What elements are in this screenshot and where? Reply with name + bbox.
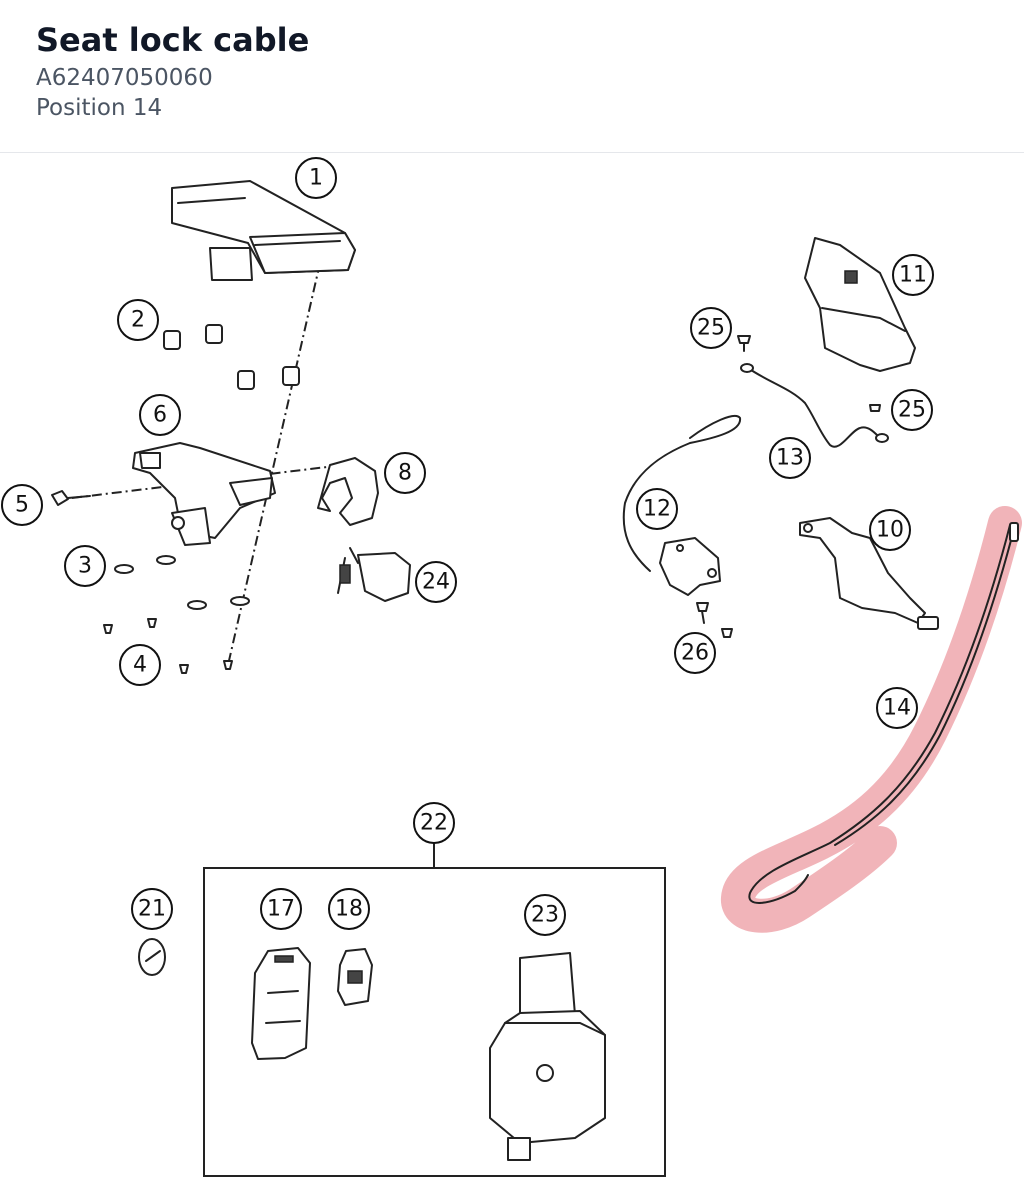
callout-14[interactable]: 14	[876, 687, 918, 729]
part-24-connector[interactable]	[337, 547, 411, 602]
callout-6[interactable]: 6	[139, 394, 181, 436]
callout-label: 21	[138, 897, 166, 922]
kit-22-frame	[203, 840, 666, 1177]
callout-5[interactable]: 5	[1, 484, 43, 526]
part-title: Seat lock cable	[36, 21, 310, 59]
callout-26[interactable]: 26	[674, 632, 716, 674]
part-5-bolt[interactable]	[51, 490, 91, 506]
callout-label: 10	[876, 518, 904, 543]
callout-label: 12	[643, 497, 671, 522]
part-11-control-box[interactable]	[804, 237, 916, 372]
callout-label: 24	[422, 570, 450, 595]
callout-label: 8	[398, 461, 412, 486]
callout-17[interactable]: 17	[260, 888, 302, 930]
callout-label: 25	[697, 316, 725, 341]
part-1-display-unit[interactable]	[171, 180, 356, 281]
part-4-screws[interactable]	[103, 618, 233, 674]
callout-label: 4	[133, 653, 147, 678]
callout-3[interactable]: 3	[64, 545, 106, 587]
callout-label: 25	[898, 398, 926, 423]
page-header: Seat lock cable A62407050060 Position 14	[0, 0, 1024, 153]
callout-label: 11	[899, 263, 927, 288]
callout-21[interactable]: 21	[131, 888, 173, 930]
callout-label: 22	[420, 811, 448, 836]
callout-10[interactable]: 10	[869, 509, 911, 551]
callout-11[interactable]: 11	[892, 254, 934, 296]
part-8-clamp[interactable]	[317, 457, 379, 526]
callout-22[interactable]: 22	[413, 802, 455, 844]
callout-18[interactable]: 18	[328, 888, 370, 930]
part-13-ground-cable[interactable]	[740, 363, 889, 448]
callout-25[interactable]: 25	[690, 307, 732, 349]
callout-2[interactable]: 2	[117, 299, 159, 341]
part-14-seat-lock-cable[interactable]	[748, 522, 1019, 904]
callout-8[interactable]: 8	[384, 452, 426, 494]
callout-24[interactable]: 24	[415, 561, 457, 603]
callout-label: 13	[776, 446, 804, 471]
callout-label: 3	[78, 554, 92, 579]
part-23-ignition-unit[interactable]	[489, 952, 606, 1161]
callout-label: 14	[883, 696, 911, 721]
part-18-key[interactable]	[337, 948, 373, 1006]
callout-label: 6	[153, 403, 167, 428]
callout-13[interactable]: 13	[769, 437, 811, 479]
callout-label: 23	[531, 903, 559, 928]
callout-label: 5	[15, 493, 29, 518]
callout-label: 18	[335, 897, 363, 922]
callout-1[interactable]: 1	[295, 157, 337, 199]
callout-label: 17	[267, 897, 295, 922]
part-number: A62407050060	[36, 65, 213, 91]
part-12-lock-cable[interactable]	[622, 415, 742, 596]
highlight-part-14	[721, 506, 1022, 933]
part-21-cap[interactable]	[138, 938, 166, 976]
callout-25[interactable]: 25	[891, 389, 933, 431]
callout-4[interactable]: 4	[119, 644, 161, 686]
callout-label: 1	[309, 166, 323, 191]
part-10-lock-actuator[interactable]	[799, 517, 939, 630]
part-2-rubber-bushings[interactable]	[163, 324, 300, 390]
assembly-line-horizontal	[71, 465, 336, 499]
callout-label: 2	[131, 308, 145, 333]
part-6-display-bracket[interactable]	[132, 442, 276, 546]
callout-12[interactable]: 12	[636, 488, 678, 530]
part-3-washers[interactable]	[114, 555, 250, 610]
part-position: Position 14	[36, 95, 163, 121]
part-17-key-fob[interactable]	[251, 947, 311, 1060]
part-25-screws[interactable]	[737, 335, 881, 412]
callout-label: 26	[681, 641, 709, 666]
part-26-screws[interactable]	[696, 602, 733, 638]
callout-23[interactable]: 23	[524, 894, 566, 936]
